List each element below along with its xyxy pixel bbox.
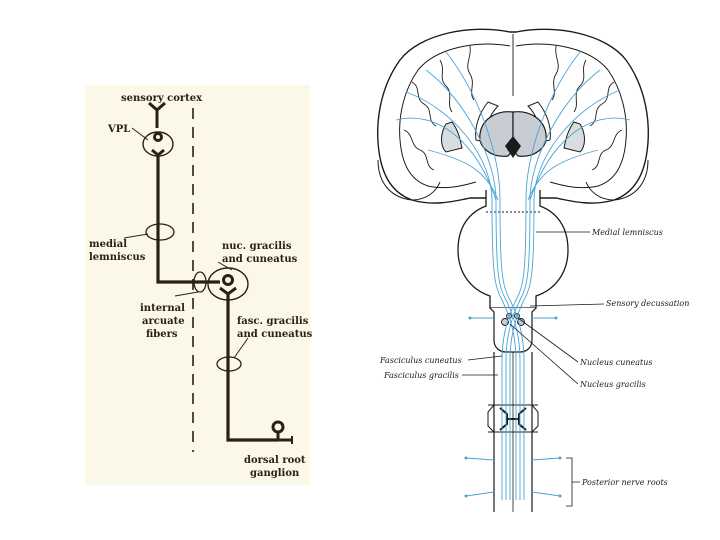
medial-lemniscus-ring (145, 223, 175, 241)
schematic-background (85, 85, 310, 485)
label-dorsal-root-2: ganglion (250, 468, 300, 479)
posterior-root-endings (464, 316, 562, 498)
schematic-leaders (123, 127, 249, 359)
left-lentiform-nucleus (441, 121, 463, 153)
third-ventricle (505, 136, 521, 158)
label-nuc-gracilis-2: and cuneatus (222, 254, 298, 265)
left-temporal-lobe (377, 159, 441, 201)
label-fasciculus-cuneatus: Fasciculus cuneatus (379, 356, 462, 365)
posterior-root-fibers (465, 317, 561, 497)
label-medial-lemniscus: Medial lemniscus (591, 228, 663, 237)
right-lentiform-nucleus (563, 121, 585, 153)
spinal-section-sides (487, 404, 539, 433)
brain-spinal-anatomy: Medial lemniscus Sensory decussation Fas… (376, 28, 689, 512)
label-internal-arcuate-2: arcuate (142, 316, 185, 327)
label-fasciculus-gracilis: Fasciculus gracilis (383, 371, 459, 380)
medial-lemniscus-fibers (395, 51, 631, 500)
label-nucleus-cuneatus: Nucleus cuneatus (579, 358, 653, 367)
label-nucleus-gracilis: Nucleus gracilis (579, 380, 646, 389)
label-medial-lemniscus-2: lemniscus (89, 252, 146, 263)
thalamus (479, 111, 547, 158)
label-internal-arcuate-3: fibers (146, 329, 178, 340)
cortical-inner-contour (399, 43, 627, 189)
anatomy-leaders (462, 231, 605, 507)
dorsal-column-schematic: sensory cortex VPL medial lemniscus nuc.… (85, 85, 313, 485)
label-nuc-gracilis-1: nuc. gracilis (222, 241, 292, 252)
fasciculus-ring (216, 356, 242, 372)
spinal-gray-matter (499, 407, 527, 431)
label-sensory-cortex: sensory cortex (121, 93, 203, 104)
label-posterior-nerve-roots: Posterior nerve roots (581, 478, 668, 487)
gyri-pattern (403, 34, 623, 171)
label-fasc-gracilis-2: and cuneatus (237, 329, 313, 340)
brainstem-pons (457, 190, 569, 309)
label-internal-arcuate-1: internal (140, 303, 185, 314)
dorsal-root-ganglion-cell (271, 420, 285, 434)
nucleus-cell (222, 274, 234, 286)
fasciculus-pathway (226, 294, 278, 442)
medial-lemniscus-pathway (156, 155, 220, 284)
right-temporal-lobe (585, 159, 649, 201)
internal-arcuate-ring (193, 271, 207, 293)
label-fasc-gracilis-1: fasc. gracilis (237, 316, 309, 327)
label-medial-lemniscus-1: medial (89, 239, 127, 250)
label-sensory-decussation: Sensory decussation (606, 299, 689, 308)
cortex-neuron (148, 101, 166, 128)
label-dorsal-root-1: dorsal root (244, 455, 306, 466)
label-vpl: VPL (107, 124, 130, 135)
